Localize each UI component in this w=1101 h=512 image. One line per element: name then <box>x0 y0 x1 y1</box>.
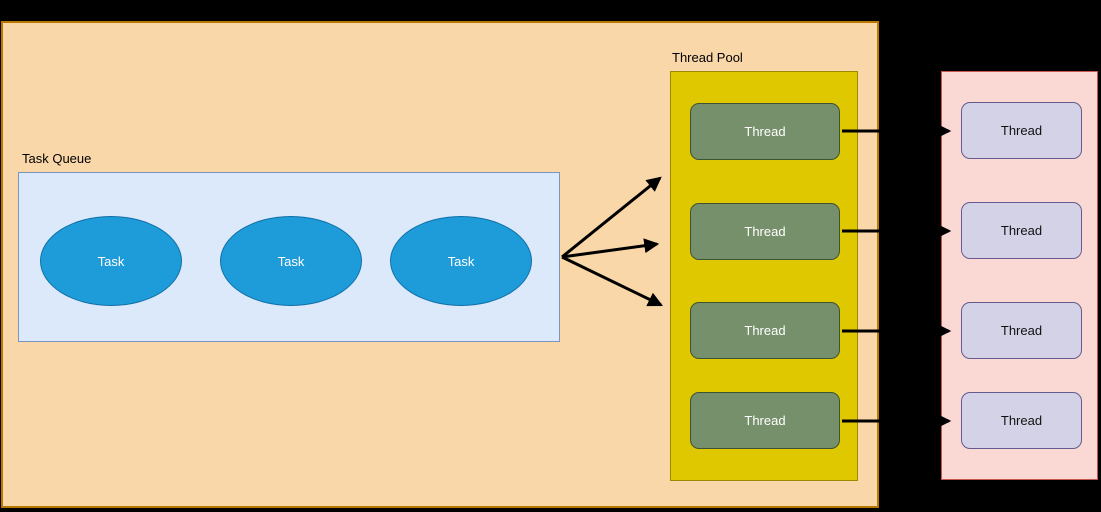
pool-thread-label: Thread <box>744 323 786 338</box>
worker-thread-label: Thread <box>1000 223 1043 238</box>
task-node-label: Task <box>447 253 475 269</box>
worker-thread-label: Thread <box>1000 323 1043 338</box>
thread-pool-label: Thread Pool <box>672 50 743 65</box>
pool-thread-label: Thread <box>744 224 786 239</box>
task-node: Task <box>40 216 182 306</box>
pool-thread-node: Thread <box>690 103 840 160</box>
pool-thread-node: Thread <box>690 302 840 359</box>
task-node: Task <box>220 216 362 306</box>
task-node-label: Task <box>97 253 125 269</box>
task-node-label: Task <box>277 253 305 269</box>
task-node: Task <box>390 216 532 306</box>
worker-thread-node: Thread <box>961 302 1082 359</box>
worker-thread-node: Thread <box>961 202 1082 259</box>
worker-thread-node: Thread <box>961 392 1082 449</box>
pool-thread-node: Thread <box>690 392 840 449</box>
worker-thread-node: Thread <box>961 102 1082 159</box>
worker-thread-label: Thread <box>1000 413 1043 428</box>
pool-thread-label: Thread <box>744 413 786 428</box>
task-queue-label: Task Queue <box>22 151 92 166</box>
pool-thread-node: Thread <box>690 203 840 260</box>
pool-thread-label: Thread <box>744 124 786 139</box>
worker-thread-label: Thread <box>1000 123 1043 138</box>
